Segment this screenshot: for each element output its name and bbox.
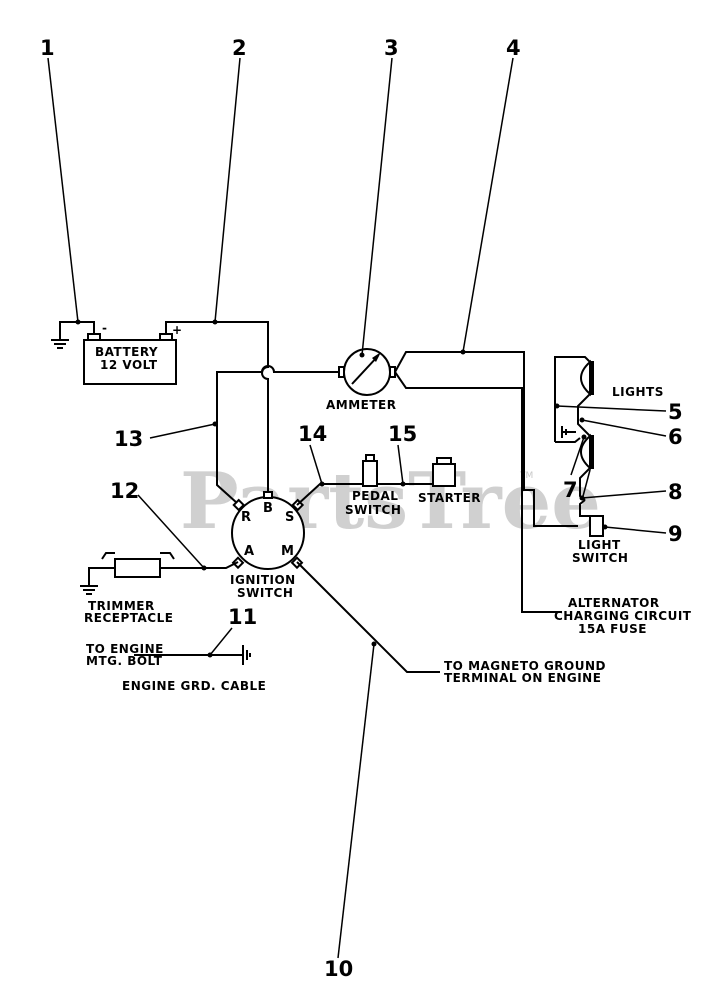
pedal-switch-label-1: PEDAL (352, 489, 398, 503)
battery-neg-post (87, 333, 101, 341)
lights-link-wire (577, 393, 591, 437)
ammeter-body (343, 348, 391, 396)
battery-label-1: BATTERY (95, 345, 158, 359)
terminal-s-label: S (285, 510, 294, 525)
pedal-switch-body (362, 460, 378, 487)
terminal-r (232, 498, 246, 512)
callout-12: 12 (110, 479, 139, 503)
callout-10: 10 (324, 957, 353, 981)
battery-label-2: 12 VOLT (100, 358, 158, 372)
callout-1: 1 (40, 36, 55, 60)
engine-ground-icon (242, 645, 251, 665)
light-switch-body (589, 515, 604, 537)
callout-4: 4 (506, 36, 521, 60)
battery-body (83, 339, 177, 385)
trimmer-label-2: RECEPTACLE (84, 611, 173, 625)
ignition-switch-label-1: IGNITION (230, 573, 296, 587)
pedal-switch: PEDAL SWITCH (345, 454, 401, 517)
ground-icon (51, 339, 69, 349)
upper-lamp (580, 359, 591, 397)
lights-label: LIGHTS (612, 385, 664, 399)
pedal-switch-label-2: SWITCH (345, 503, 401, 517)
wire-13 (216, 365, 340, 504)
ammeter: AMMETER (326, 348, 397, 412)
starter-cap (436, 457, 452, 465)
battery-neg-sign: - (102, 321, 107, 335)
ignition-switch: R B S A M IGNITION SWITCH (230, 491, 305, 600)
trimmer-ground-icon (80, 585, 98, 595)
callout-3: 3 (384, 36, 399, 60)
terminal-r-label: R (241, 510, 251, 525)
battery-pos-sign: + (172, 323, 183, 337)
callout-13: 13 (114, 427, 143, 451)
trimmer-ground-wire (88, 567, 115, 586)
pedal-switch-cap (365, 454, 375, 462)
magneto-label: TO MAGNETO GROUND TERMINAL ON ENGINE (444, 659, 606, 685)
battery-pos-post (159, 333, 173, 341)
engine-ground-cable-label: ENGINE GRD. CABLE (122, 679, 266, 693)
ammeter-terminal-right (389, 366, 396, 378)
light-switch: LIGHT SWITCH (572, 499, 628, 565)
callout-8: 8 (668, 480, 683, 504)
trimmer-label-1: TRIMMER (88, 599, 155, 613)
terminal-m-label: M (281, 544, 294, 559)
ammeter-needle-tip (372, 352, 381, 362)
callout-numbers: 1 2 3 4 5 6 7 8 9 10 11 12 13 14 15 (40, 36, 683, 981)
callout-7: 7 (563, 478, 578, 502)
svg-text:TO MAGNETO GROUND: TO MAGNETO GROUND (444, 659, 606, 673)
trimmer-receptacle: TRIMMER RECEPTACLE (84, 552, 175, 625)
svg-text:CHARGING CIRCUIT: CHARGING CIRCUIT (554, 609, 692, 623)
ammeter-label: AMMETER (326, 398, 397, 412)
wire-10 (296, 561, 440, 673)
light-switch-feed (579, 499, 590, 517)
starter-body (432, 463, 456, 487)
engine-bolt-label-2: MTG. BOLT (86, 654, 163, 668)
ammeter-terminal-left (338, 366, 345, 378)
starter-label: STARTER (418, 491, 481, 505)
light-switch-label-1: LIGHT (578, 538, 621, 552)
terminal-b-label: B (263, 501, 273, 516)
ignition-switch-label-2: SWITCH (237, 586, 293, 600)
ammeter-needle (351, 355, 379, 385)
callout-leaders (47, 57, 667, 959)
engine-bolt-label-1: TO ENGINE (86, 642, 164, 656)
callout-9: 9 (668, 522, 683, 546)
starter: STARTER (418, 457, 481, 505)
battery: - + BATTERY 12 VOLT (83, 321, 183, 385)
svg-text:TERMINAL ON ENGINE: TERMINAL ON ENGINE (444, 671, 601, 685)
callout-5: 5 (668, 400, 683, 424)
wire-4 (394, 351, 578, 527)
terminal-a-label: A (244, 544, 254, 559)
alternator-wire (394, 371, 562, 613)
callout-6: 6 (668, 425, 683, 449)
callout-14: 14 (298, 422, 327, 446)
light-switch-label-2: SWITCH (572, 551, 628, 565)
wire-12 (160, 561, 239, 569)
callout-2: 2 (232, 36, 247, 60)
trimmer-receptacle-body (114, 558, 161, 578)
trimmer-clip-right (160, 552, 175, 560)
watermark-tm: TM (519, 471, 533, 481)
callout-15: 15 (388, 422, 417, 446)
svg-text:ALTERNATOR: ALTERNATOR (568, 596, 660, 610)
alternator-label: ALTERNATOR CHARGING CIRCUIT 15A FUSE (554, 596, 692, 636)
trimmer-clip-left (101, 552, 115, 560)
lights-bottom-wire (555, 437, 581, 443)
terminal-b (263, 491, 273, 499)
lights-frame (554, 356, 591, 442)
lights: LIGHTS (554, 356, 664, 501)
lights-ground-icon (561, 426, 576, 438)
callout-11: 11 (228, 605, 257, 629)
svg-text:15A FUSE: 15A FUSE (578, 622, 647, 636)
